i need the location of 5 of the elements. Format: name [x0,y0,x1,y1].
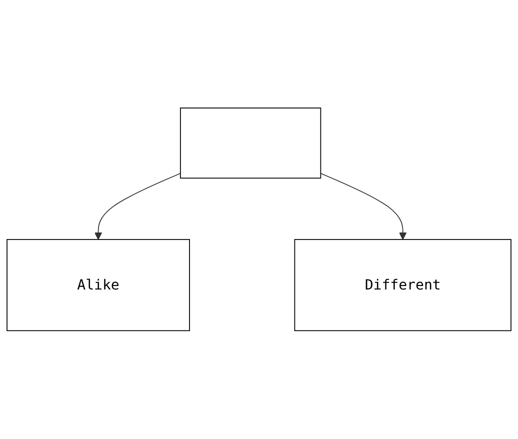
node-box [6,239,190,332]
arrow [94,173,181,240]
arrow [320,173,407,240]
node-box [294,239,512,332]
node-box [180,108,322,179]
